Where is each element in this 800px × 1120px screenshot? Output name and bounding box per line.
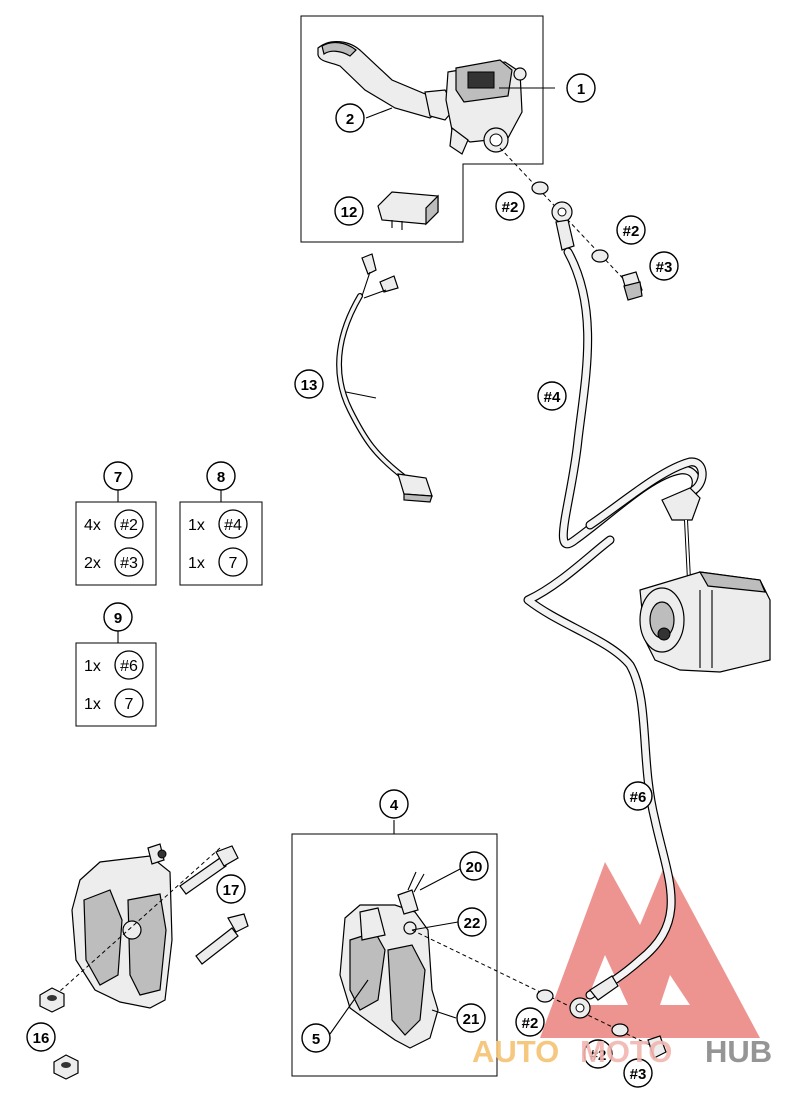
callout-13[interactable]: 13	[294, 369, 324, 399]
svg-text:5: 5	[312, 1031, 320, 1048]
callout-16[interactable]: 16	[26, 1022, 56, 1052]
banjo-fitting-bottom	[569, 997, 591, 1019]
caliper-bolt-lower	[195, 913, 249, 965]
svg-text:#6: #6	[120, 658, 138, 675]
banjo-fitting-top	[551, 201, 575, 251]
svg-text:20: 20	[466, 859, 483, 876]
banjo-bolt-bottom	[647, 1035, 667, 1059]
abs-unit	[639, 571, 771, 673]
svg-text:8: 8	[217, 469, 225, 486]
callout-5[interactable]: 5	[301, 1023, 331, 1053]
svg-text:#2: #2	[120, 517, 138, 534]
callout-hash2-bottom-a[interactable]: #2	[515, 1007, 545, 1037]
svg-text:4x: 4x	[84, 517, 101, 534]
svg-text:16: 16	[33, 1030, 50, 1047]
master-cylinder	[445, 59, 527, 155]
callout-4[interactable]: 4	[379, 789, 409, 819]
banjo-bolt-top	[621, 271, 643, 301]
axis-line-left	[49, 847, 221, 1001]
svg-text:1x: 1x	[84, 658, 101, 675]
callout-hash2-right[interactable]: #2	[616, 215, 646, 245]
svg-text:1: 1	[577, 81, 585, 98]
callout-1[interactable]: 1	[566, 73, 596, 103]
brake-caliper-4	[339, 871, 439, 1049]
callout-hash6[interactable]: #6	[623, 781, 653, 811]
callout-20[interactable]: 20	[459, 851, 489, 881]
callout-hash3-top[interactable]: #3	[649, 251, 679, 281]
kit-9[interactable]: 9 1x #6 1x 7	[75, 602, 157, 727]
svg-text:1x: 1x	[84, 696, 101, 713]
brake-hose-6	[523, 535, 676, 1001]
svg-text:13: 13	[301, 377, 318, 394]
svg-text:12: 12	[341, 204, 358, 221]
callout-hash3-bottom[interactable]: #3	[623, 1058, 653, 1088]
svg-text:#3: #3	[656, 259, 673, 276]
nut-lower	[53, 1054, 79, 1080]
svg-text:#2: #2	[623, 223, 640, 240]
svg-text:#4: #4	[544, 389, 561, 406]
svg-text:2x: 2x	[84, 555, 101, 572]
callout-hash2-top[interactable]: #2	[495, 191, 525, 221]
svg-text:MOTO: MOTO	[580, 1034, 672, 1069]
svg-text:21: 21	[463, 1011, 480, 1028]
part-12-block	[377, 191, 439, 230]
svg-text:7: 7	[114, 469, 122, 486]
svg-text:22: 22	[464, 915, 481, 932]
svg-text:2: 2	[346, 111, 354, 128]
svg-text:17: 17	[223, 882, 240, 899]
callout-hash4[interactable]: #4	[537, 381, 567, 411]
svg-text:#3: #3	[120, 555, 138, 572]
assembly-1-frame	[300, 15, 544, 243]
callout-12[interactable]: 12	[334, 196, 364, 226]
leader-21	[431, 1009, 457, 1019]
callout-21[interactable]: 21	[456, 1003, 486, 1033]
callout-17[interactable]: 17	[216, 874, 246, 904]
leader-5	[329, 979, 369, 1035]
kit-8[interactable]: 8 1x #4 1x 7	[179, 461, 263, 586]
svg-text:1x: 1x	[188, 517, 205, 534]
caliper-bolt-upper	[179, 845, 239, 895]
svg-text:#2: #2	[502, 199, 519, 216]
callout-22[interactable]: 22	[457, 907, 487, 937]
svg-text:7: 7	[125, 696, 134, 713]
brake-caliper-left	[71, 843, 173, 1009]
washer-top-1	[531, 181, 549, 195]
svg-text:9: 9	[114, 610, 122, 627]
svg-text:#2: #2	[590, 1047, 607, 1064]
svg-text:#4: #4	[224, 517, 242, 534]
svg-text:#6: #6	[630, 789, 647, 806]
callout-2[interactable]: 2	[335, 103, 365, 133]
washer-bottom-1	[536, 989, 554, 1003]
brake-lever	[317, 41, 456, 121]
leader-20	[419, 867, 463, 891]
nut-upper	[39, 987, 65, 1013]
svg-text:HUB: HUB	[705, 1034, 772, 1069]
leader-13	[345, 391, 377, 399]
kit-7[interactable]: 7 4x #2 2x #3	[75, 461, 157, 586]
svg-text:#3: #3	[630, 1066, 647, 1083]
washer-top-2	[591, 249, 609, 263]
watermark-text: AUTO MOTO HUB	[472, 1034, 772, 1069]
leader-22	[411, 921, 459, 931]
sensor-cable-13	[336, 253, 433, 503]
svg-text:1x: 1x	[188, 555, 205, 572]
axis-line-bottom	[411, 929, 661, 1051]
washer-bottom-2	[611, 1023, 629, 1037]
leader-2	[365, 107, 393, 119]
svg-text:AUTO: AUTO	[472, 1034, 559, 1069]
svg-text:7: 7	[229, 555, 238, 572]
brake-hose-4	[558, 247, 707, 601]
callout-hash2-bottom-b[interactable]: #2	[583, 1039, 613, 1069]
svg-text:4: 4	[390, 797, 399, 814]
svg-text:#2: #2	[522, 1015, 539, 1032]
